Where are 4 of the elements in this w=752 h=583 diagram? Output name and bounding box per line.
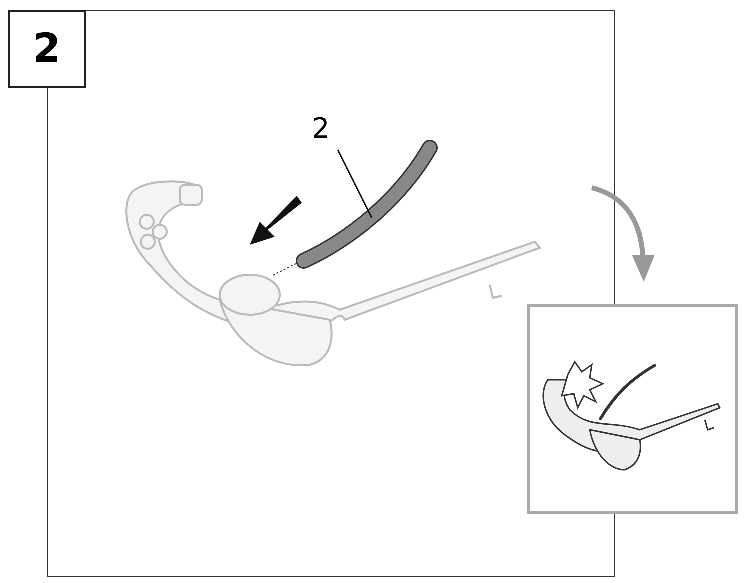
tube-drawing <box>296 140 438 269</box>
step-number: 2 <box>8 10 86 88</box>
callout-number: 2 <box>312 112 330 146</box>
leader-line <box>337 150 373 218</box>
